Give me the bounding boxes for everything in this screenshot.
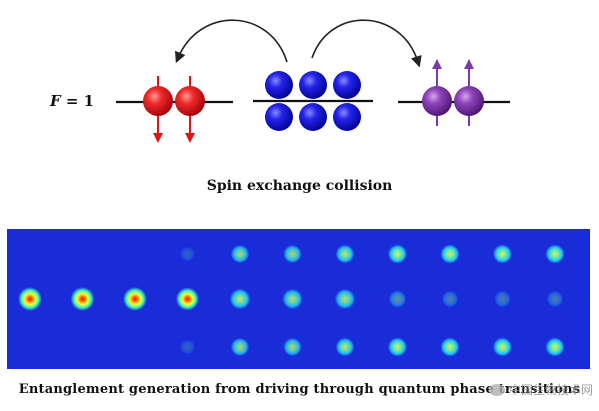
atom-blue bbox=[333, 71, 361, 99]
wechat-icon bbox=[488, 383, 505, 396]
atom-blue bbox=[265, 103, 293, 131]
atom-red bbox=[143, 86, 173, 116]
spot-top bbox=[283, 244, 302, 264]
watermark-text: 中国生物技术网 bbox=[508, 383, 593, 397]
f-value: = 1 bbox=[65, 92, 95, 110]
spot-top bbox=[387, 244, 408, 264]
spot-center bbox=[388, 290, 407, 308]
spot-bottom bbox=[335, 337, 355, 357]
spot-center bbox=[229, 288, 251, 310]
spot-top bbox=[335, 244, 355, 264]
f-symbol: F bbox=[50, 92, 61, 110]
caption-spin-exchange: Spin exchange collision bbox=[206, 178, 393, 194]
spot-bottom bbox=[387, 337, 408, 357]
spot-center bbox=[18, 287, 42, 311]
spot-center bbox=[441, 290, 459, 308]
spot-center bbox=[494, 290, 511, 308]
spot-top bbox=[492, 244, 513, 264]
atom-blue bbox=[299, 71, 327, 99]
spot-center bbox=[334, 288, 356, 310]
spot-top bbox=[179, 246, 196, 262]
absorption-spots bbox=[18, 244, 565, 357]
f-label: F = 1 bbox=[50, 92, 94, 110]
spot-bottom bbox=[492, 337, 513, 357]
atom-purple bbox=[422, 86, 452, 116]
spot-bottom bbox=[283, 337, 302, 357]
curved-arrow-icon bbox=[175, 19, 288, 64]
atom-blue bbox=[265, 71, 293, 99]
atom-blue bbox=[299, 103, 327, 131]
spot-bottom bbox=[230, 337, 250, 357]
spot-center bbox=[546, 290, 564, 308]
spot-bottom bbox=[179, 339, 196, 355]
spin-up-atoms bbox=[422, 59, 484, 126]
spot-top bbox=[440, 244, 460, 264]
watermark: 中国生物技术网 bbox=[488, 381, 593, 398]
curved-arrow-icon bbox=[311, 19, 422, 68]
atom-blue bbox=[333, 103, 361, 131]
spot-bottom bbox=[440, 337, 460, 357]
spot-center bbox=[123, 287, 147, 311]
spot-center bbox=[175, 287, 200, 311]
spot-top bbox=[230, 244, 250, 264]
spot-top bbox=[545, 244, 565, 264]
spot-center bbox=[70, 287, 95, 311]
atom-red bbox=[175, 86, 205, 116]
spot-center bbox=[282, 288, 303, 310]
spin-zero-atoms bbox=[265, 71, 361, 131]
atom-purple bbox=[454, 86, 484, 116]
caption-entanglement: Entanglement generation from driving thr… bbox=[18, 382, 581, 397]
spin-down-atoms bbox=[143, 76, 205, 143]
spot-bottom bbox=[545, 337, 565, 357]
